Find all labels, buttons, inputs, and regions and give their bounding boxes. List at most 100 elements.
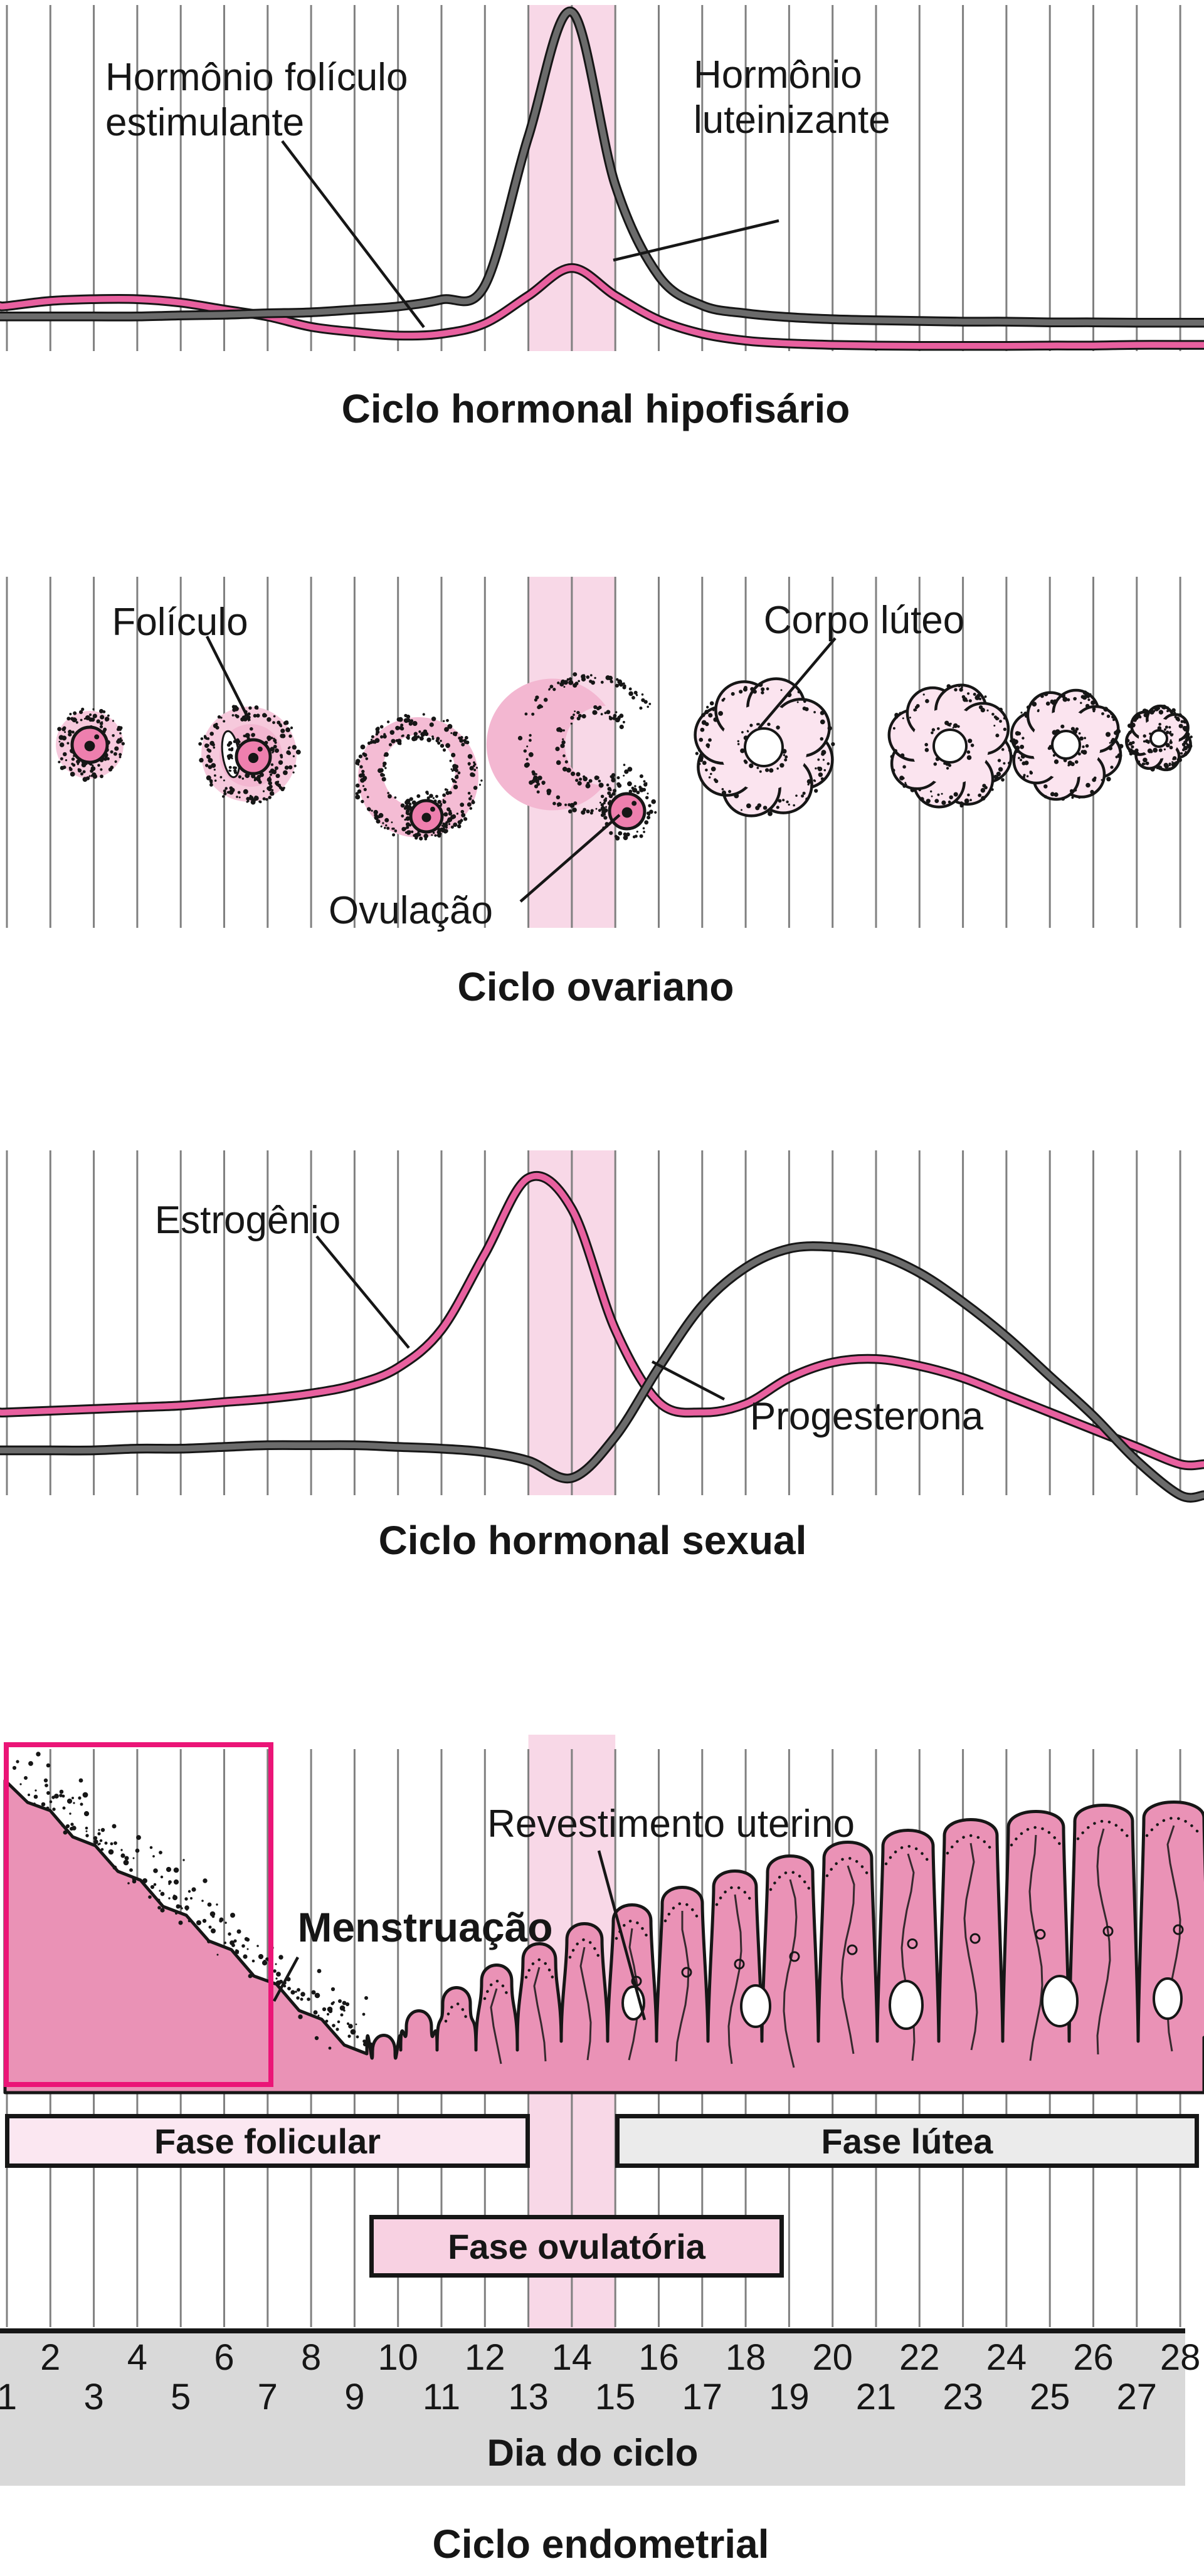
speckle-dot xyxy=(1166,710,1169,713)
speckle-dot xyxy=(598,782,604,788)
speckle-dot xyxy=(99,725,103,728)
speckle-dot xyxy=(1153,747,1158,753)
speckle-dot xyxy=(381,777,386,782)
speckle-dot xyxy=(443,812,448,817)
speckle-dot xyxy=(361,799,364,804)
speckle-dot xyxy=(382,822,384,824)
speckle-dot xyxy=(784,758,788,762)
ovarian-section-title: Ciclo ovariano xyxy=(457,964,734,1009)
speckle-dot xyxy=(1062,697,1068,702)
endometrial-section-title: Ciclo endometrial xyxy=(432,2521,769,2567)
speckle-dot xyxy=(766,687,769,691)
speckle-dot xyxy=(268,796,272,799)
shedding-speckle xyxy=(181,1907,183,1910)
speckle-dot xyxy=(568,803,571,807)
speckle-dot xyxy=(562,754,566,757)
speckle-dot xyxy=(360,744,366,750)
speckle-dot xyxy=(247,712,251,716)
speckle-dot xyxy=(1153,710,1156,713)
speckle-dot xyxy=(404,713,408,718)
shedding-speckle xyxy=(236,1952,239,1954)
speckle-dot xyxy=(431,834,433,836)
speckle-dot xyxy=(1017,732,1022,736)
speckle-dot xyxy=(248,706,252,710)
speckle-dot xyxy=(566,678,569,681)
speckle-dot xyxy=(416,735,420,739)
speckle-dot xyxy=(747,730,749,733)
speckle-dot xyxy=(1109,742,1111,744)
speckle-dot xyxy=(1168,732,1171,735)
speckle-dot xyxy=(79,710,83,714)
speckle-dot xyxy=(88,775,91,777)
ovulation-label: Ovulação xyxy=(329,889,493,932)
speckle-dot xyxy=(1008,749,1012,752)
shedding-speckle xyxy=(148,1895,152,1899)
speckle-dot xyxy=(1143,757,1148,763)
speckle-dot xyxy=(453,784,458,790)
shedding-speckle xyxy=(245,1937,250,1942)
shedding-speckle xyxy=(347,2034,351,2038)
speckle-dot xyxy=(623,774,625,777)
speckle-dot xyxy=(827,726,832,731)
speckle-dot xyxy=(292,745,297,750)
speckle-dot xyxy=(442,793,446,797)
speckle-dot xyxy=(999,720,1002,723)
speckle-dot xyxy=(631,696,635,700)
speckle-dot xyxy=(608,794,613,799)
shedding-speckle xyxy=(182,1859,185,1861)
speckle-dot xyxy=(199,757,204,763)
speckle-dot xyxy=(945,722,948,725)
speckle-dot xyxy=(222,795,225,798)
speckle-dot xyxy=(708,738,712,742)
speckle-dot xyxy=(1086,695,1090,698)
speckle-dot xyxy=(807,783,810,786)
speckle-dot xyxy=(647,792,649,795)
shedding-speckle xyxy=(330,2002,334,2006)
shedding-speckle xyxy=(364,1996,368,2000)
shedding-speckle xyxy=(314,1992,320,1999)
speckle-dot xyxy=(902,765,906,769)
speckle-dot xyxy=(284,720,288,725)
speckle-dot xyxy=(277,720,281,725)
speckle-dot xyxy=(1183,752,1188,757)
speckle-dot xyxy=(820,737,824,741)
speckle-dot xyxy=(92,708,95,710)
speckle-dot xyxy=(647,705,649,708)
speckle-dot xyxy=(1106,777,1111,782)
shedding-speckle xyxy=(160,1891,165,1896)
shedding-speckle xyxy=(108,1849,114,1855)
speckle-dot xyxy=(734,793,739,799)
speckle-dot xyxy=(555,747,560,752)
shedding-speckle xyxy=(46,1806,50,1810)
shedding-speckle xyxy=(296,1996,300,2000)
shedding-speckle xyxy=(149,1846,153,1849)
speckle-dot xyxy=(986,709,989,712)
speckle-dot xyxy=(609,831,613,835)
speckle-dot xyxy=(1080,702,1082,704)
speckle-dot xyxy=(1101,712,1104,715)
speckle-dot xyxy=(371,740,376,744)
speckle-dot xyxy=(237,791,241,794)
shedding-speckle xyxy=(367,2042,374,2048)
speckle-dot xyxy=(1026,775,1029,777)
shedding-speckle xyxy=(59,1794,63,1797)
speckle-dot xyxy=(440,740,442,742)
speckle-dot xyxy=(383,733,386,736)
shedding-speckle xyxy=(236,1929,241,1934)
speckle-dot xyxy=(590,809,594,812)
speckle-dot xyxy=(1183,745,1188,751)
speckle-dot xyxy=(460,809,465,814)
speckle-dot xyxy=(628,691,633,697)
shedding-speckle xyxy=(340,2013,344,2017)
speckle-dot xyxy=(471,800,475,804)
speckle-dot xyxy=(996,771,1001,777)
luteal-phase-label: Fase lútea xyxy=(821,2121,993,2161)
speckle-dot xyxy=(549,685,554,689)
speckle-dot xyxy=(206,775,211,781)
speckle-dot xyxy=(823,769,826,772)
speckle-dot xyxy=(386,720,390,723)
speckle-dot xyxy=(200,737,204,740)
speckle-dot xyxy=(267,735,272,740)
speckle-dot xyxy=(820,777,824,781)
day-number-16: 16 xyxy=(638,2337,679,2378)
